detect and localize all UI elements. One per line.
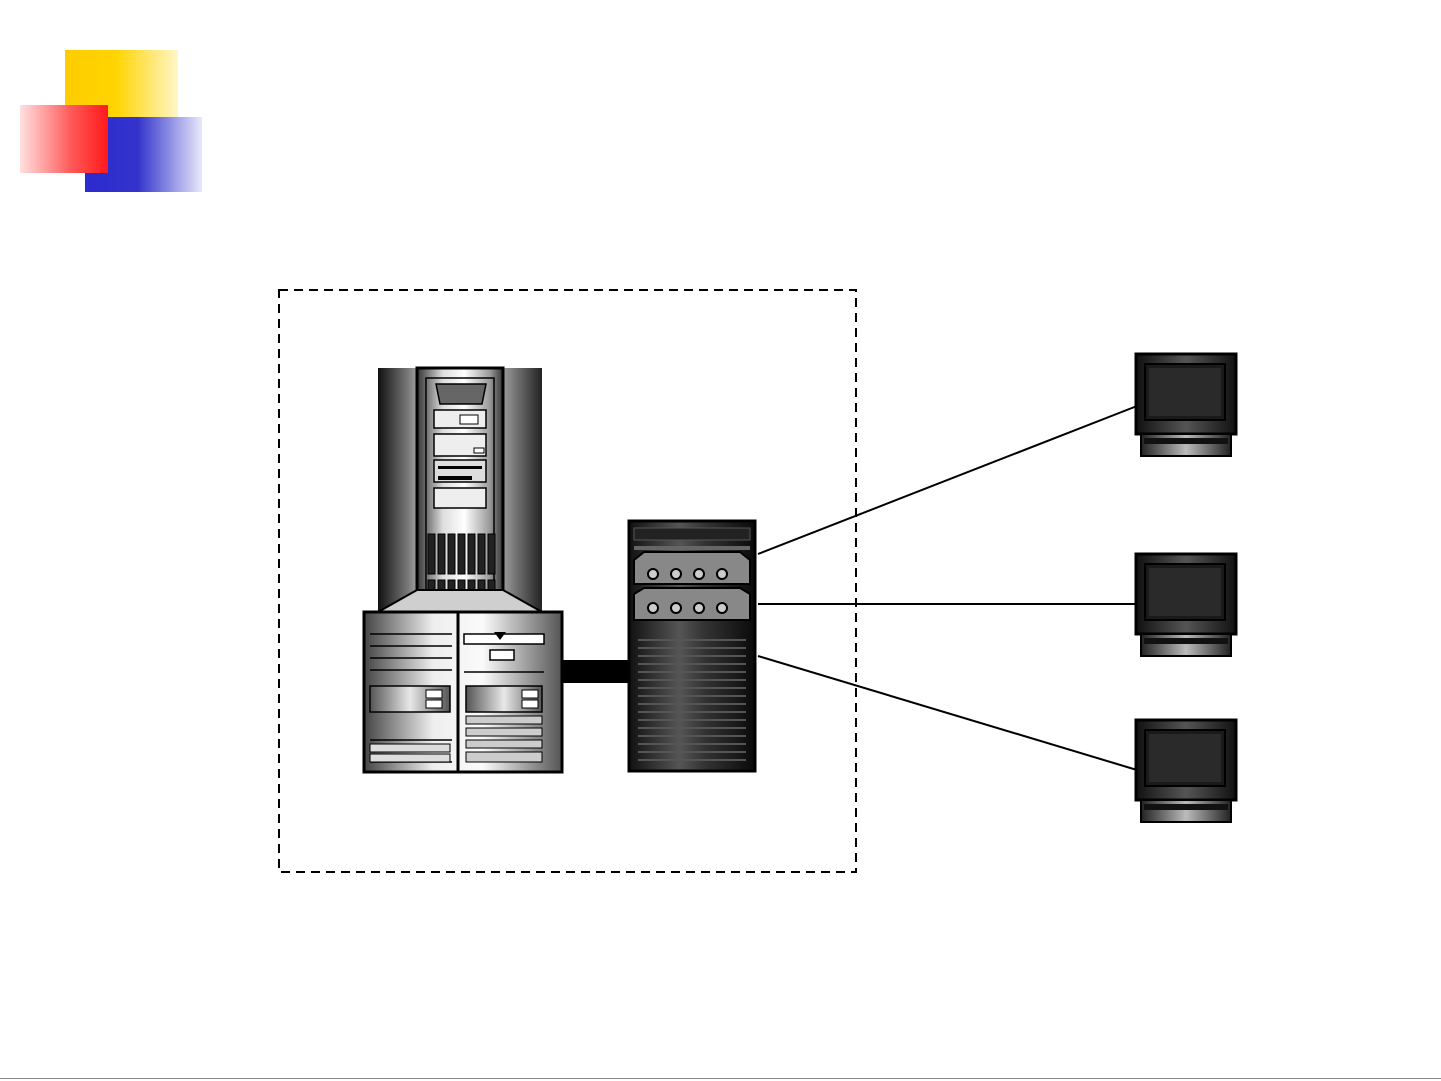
terminal-3-icon: [1136, 720, 1236, 822]
rack-server-icon: [629, 521, 755, 771]
server-tower-icon: [364, 368, 562, 772]
server-group-boundary: [279, 290, 856, 872]
terminal-2-icon: [1136, 554, 1236, 656]
terminal-1-icon: [1136, 354, 1236, 456]
link-rack-terminal-3: [758, 656, 1137, 770]
footer-divider: [0, 1078, 1441, 1079]
tower-to-rack-connector: [560, 660, 632, 683]
link-rack-terminal-1: [758, 406, 1137, 554]
